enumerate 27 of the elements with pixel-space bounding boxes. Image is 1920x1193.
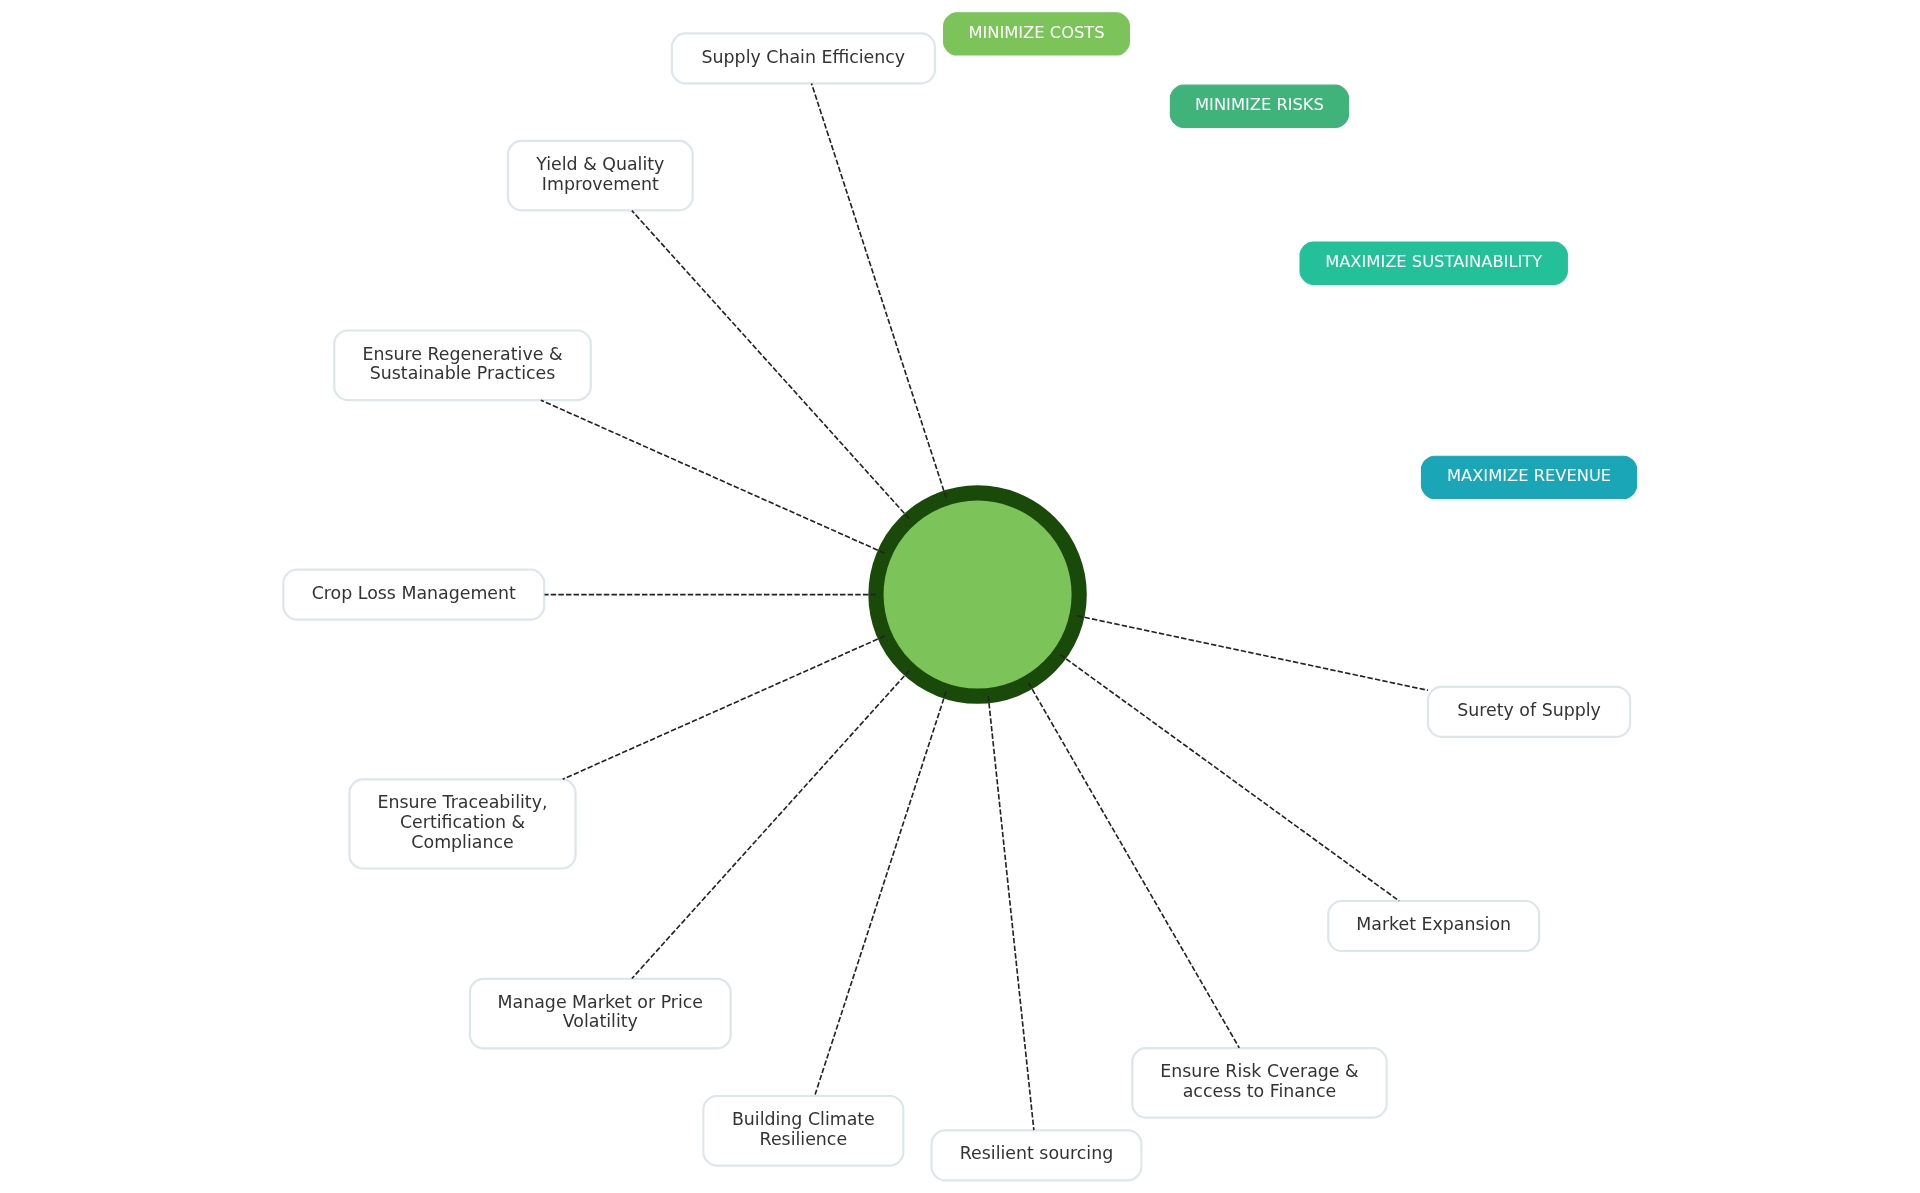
connector	[631, 669, 911, 980]
node-box: Crop Loss Management	[282, 568, 546, 621]
connector	[1059, 653, 1400, 902]
connector	[543, 593, 877, 596]
node-box: MINIMIZE RISKS	[1169, 84, 1350, 129]
node-box: Building Climate Resilience	[702, 1094, 905, 1167]
node-box: MAXIMIZE REVENUE	[1420, 455, 1638, 500]
node-box: Ensure Risk Cverage & access to Finance	[1131, 1047, 1388, 1119]
connector	[987, 695, 1035, 1131]
node-box: MINIMIZE COSTS	[943, 12, 1130, 56]
connector	[810, 82, 947, 499]
node-box: Supply Chain Efficiency	[670, 32, 936, 85]
node-box: Ensure Traceability, Certification & Compliance	[348, 778, 577, 870]
node-box: MAXIMIZE SUSTAINABILITY	[1299, 241, 1568, 285]
node-box: Manage Market or Price Volatility	[468, 977, 732, 1050]
connector	[540, 399, 886, 554]
connector	[631, 209, 911, 520]
node-circle	[868, 485, 1087, 704]
node-box: Resilient sourcing	[930, 1129, 1143, 1182]
node-box: Yield & Quality Improvement	[506, 139, 694, 212]
connector	[1076, 614, 1429, 692]
connector	[561, 635, 886, 781]
connector	[1027, 681, 1241, 1049]
node-box: Ensure Regenerative & Sustainable Practices	[333, 329, 592, 402]
node-box: Surety of Supply	[1426, 685, 1632, 738]
node-box: Market Expansion	[1327, 899, 1541, 953]
connector	[813, 690, 947, 1097]
